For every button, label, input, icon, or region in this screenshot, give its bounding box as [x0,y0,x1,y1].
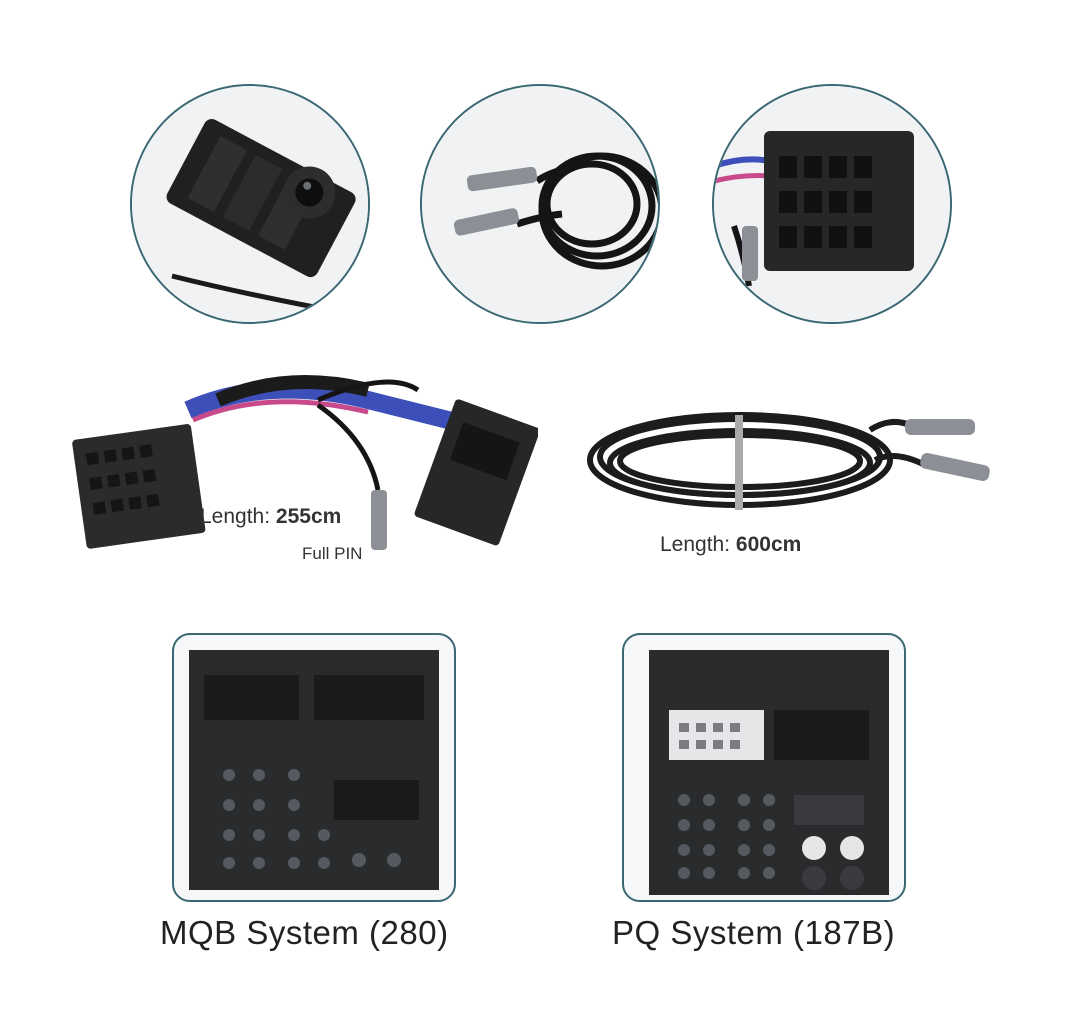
extension-cable-photo [580,395,1010,525]
mqb-system-panel [172,633,456,902]
cable-connector-closeup-circle [420,84,660,324]
rear-camera-module-icon [132,86,368,322]
full-pin-label: Full PIN [302,544,363,563]
harness-plug-closeup-circle [712,84,952,324]
extension-length-label: Length: 600cm [660,533,801,557]
camera-closeup-circle [130,84,370,324]
mqb-system-caption: MQB System (280) [160,914,449,951]
extension-length-prefix: Length: [660,533,731,556]
harness-length-value: 255cm [275,505,342,528]
wiring-harness-photo [68,360,538,570]
harness-length-label: Length: 255cm [200,505,341,529]
extension-length-value: 600cm [735,533,802,556]
cable-plug-icon [422,86,658,322]
pq-system-caption: PQ System (187B) [612,914,896,951]
pq-connector-icon [649,650,889,895]
harness-length-prefix: Length: [200,505,271,528]
mqb-connector-icon [189,650,439,890]
pq-system-panel [622,633,906,902]
wiring-harness-icon [72,375,538,550]
harness-connector-icon [714,86,950,322]
coiled-cable-icon [587,412,990,510]
